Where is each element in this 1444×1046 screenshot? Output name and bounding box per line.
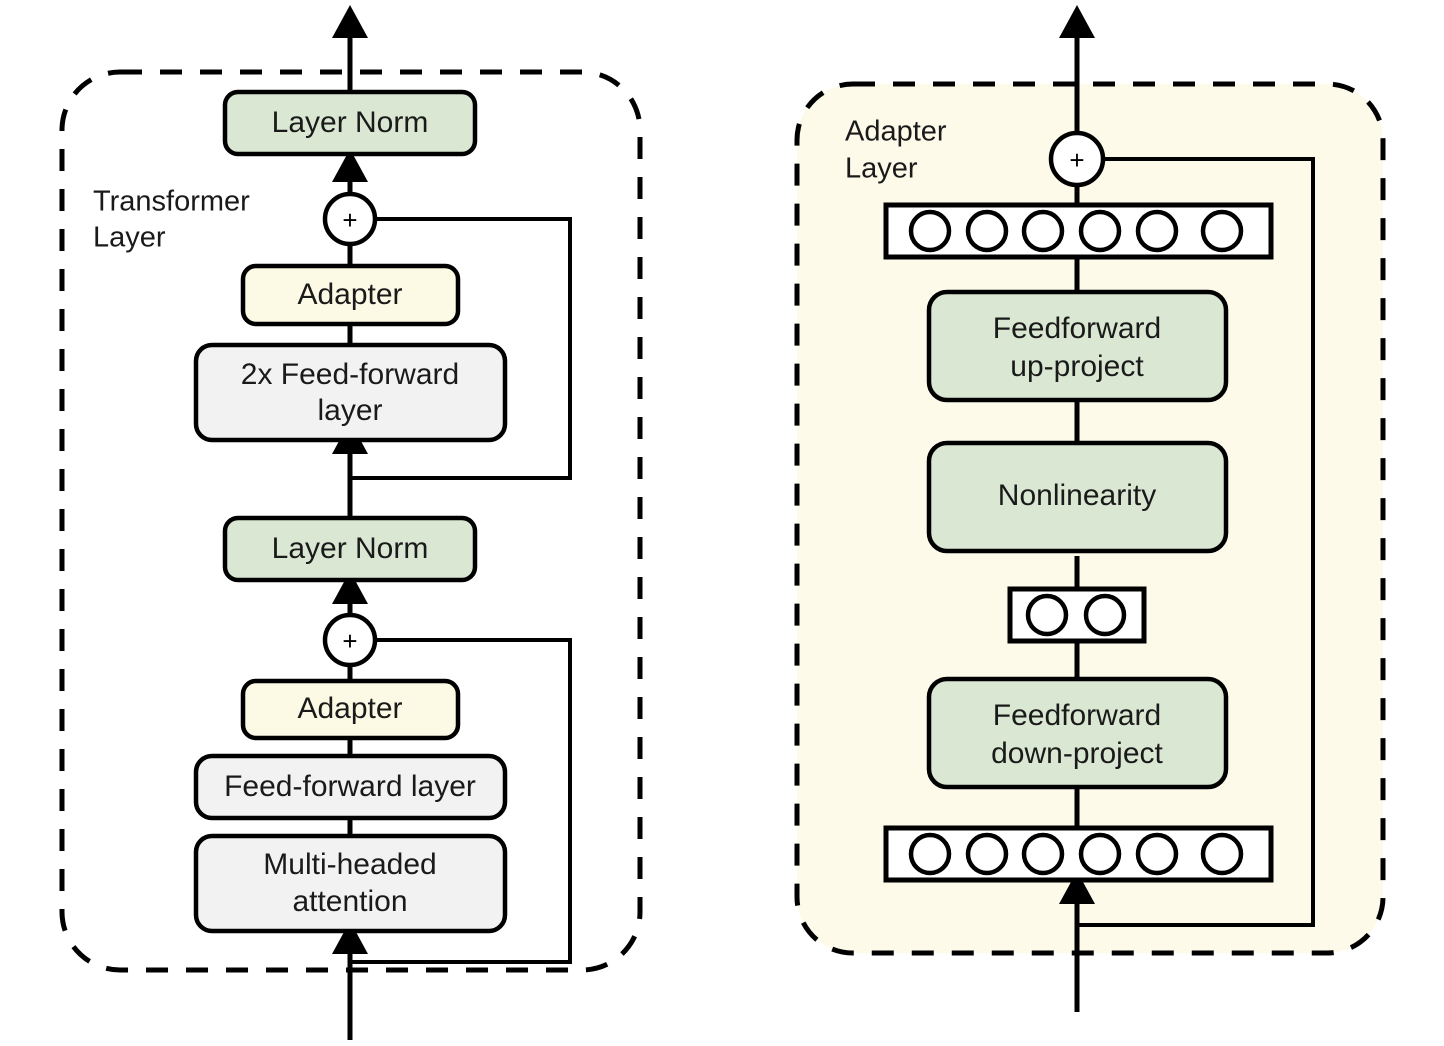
unit-circle [1025,593,1069,637]
node-nonlinearity-label: Nonlinearity [998,479,1156,512]
unit-circle [1078,209,1122,253]
residual-skip-top [350,217,572,480]
node-adapter-top-label: Adapter [297,278,402,311]
node-adapter-add-label: + [1069,145,1084,175]
node-adapter-top[interactable] [240,263,461,327]
node-add-bottom[interactable] [322,612,378,668]
units-row-bottleneck[interactable] [1007,586,1147,644]
adapter-residual-skip [1077,157,1315,927]
node-add-top[interactable] [322,191,378,247]
unit-circle [1021,209,1065,253]
node-feed-forward-layer-label: Feed-forward layer [224,770,476,803]
unit-circle [1200,209,1244,253]
node-feedforward-up-project-label-line2: up-project [1010,350,1144,383]
unit-circle [965,832,1009,876]
unit-circle [908,832,952,876]
unit-circle [1135,832,1179,876]
adapter-layer-container [794,81,1386,956]
transformer-layer-label-line2: Layer [93,222,166,254]
node-multi-headed-attention[interactable] [193,833,508,934]
node-multi-headed-attention-label-line2: attention [292,885,407,918]
node-feedforward-up-project[interactable] [926,289,1229,403]
unit-circle [965,209,1009,253]
node-feedforward-up-project-label-line1: Feedforward [993,312,1161,345]
unit-circle [1021,832,1065,876]
node-layer-norm-top-label: Layer Norm [272,106,429,139]
unit-circle [908,209,952,253]
units-row-bottom[interactable] [883,825,1274,883]
node-feedforward-down-project-label-line2: down-project [991,737,1163,770]
node-adapter-bottom[interactable] [240,678,461,741]
adapter-layer-label-line1: Adapter [845,116,947,148]
node-feed-forward-2x[interactable] [193,342,508,443]
node-multi-headed-attention-label-line1: Multi-headed [263,848,436,881]
units-row-top[interactable] [883,202,1274,260]
node-layer-norm-mid-label: Layer Norm [272,532,429,565]
unit-circle [1135,209,1179,253]
node-feed-forward-2x-label-line1: 2x Feed-forward [241,358,459,391]
node-layer-norm-mid[interactable] [222,515,478,583]
node-feedforward-down-project[interactable] [926,676,1229,790]
node-layer-norm-top[interactable] [222,89,478,157]
node-adapter-add[interactable] [1048,130,1106,188]
node-feedforward-down-project-label-line1: Feedforward [993,699,1161,732]
adapter-layer-label-line2: Layer [845,153,918,185]
unit-circle [1200,832,1244,876]
residual-skip-bottom [350,638,572,964]
node-add-bottom-label: + [342,626,357,656]
node-nonlinearity[interactable] [926,440,1229,554]
node-adapter-bottom-label: Adapter [297,692,402,725]
unit-circle [1083,593,1127,637]
node-feed-forward-layer[interactable] [193,753,508,821]
transformer-layer-label-line1: Transformer [93,186,250,218]
node-add-top-label: + [342,205,357,235]
unit-circle [1078,832,1122,876]
node-feed-forward-2x-label-line2: layer [317,394,382,427]
